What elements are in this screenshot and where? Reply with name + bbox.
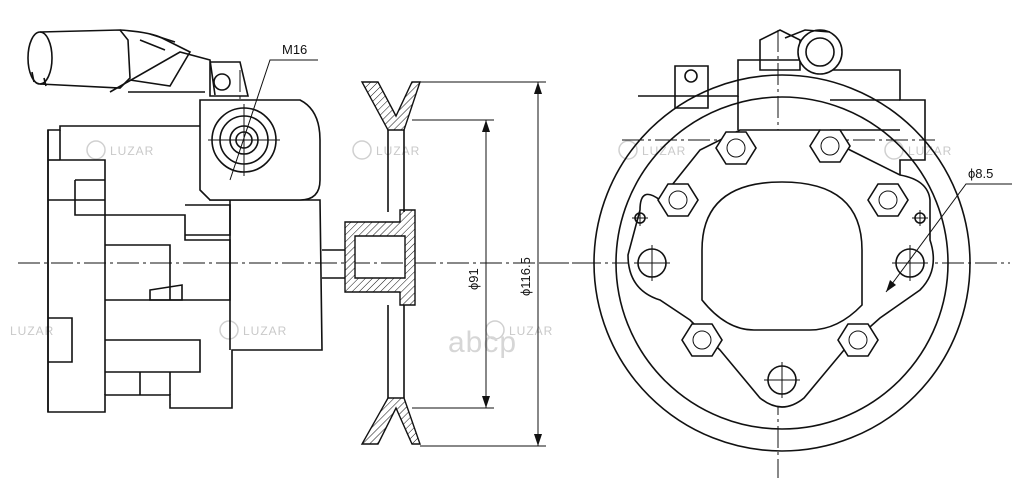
bolt-4: [867, 183, 909, 217]
watermark-logo-3: LUZAR: [618, 140, 686, 160]
watermark-site-text: abcp: [448, 326, 517, 359]
svg-text:LUZAR: LUZAR: [642, 144, 686, 158]
mount-hole-right: [892, 245, 928, 281]
bolt-3: [657, 183, 699, 217]
mount-hole-left: [634, 245, 670, 281]
pin-left: [632, 210, 648, 226]
watermark-logo-1: LUZAR: [86, 140, 154, 160]
mount-hole-bottom: [764, 362, 800, 398]
svg-text:LUZAR: LUZAR: [509, 324, 553, 338]
inlet-pipe: [27, 29, 192, 89]
watermark-layer: LUZAR LUZAR LUZAR LUZAR LUZAR LUZAR LUZA…: [10, 140, 952, 359]
watermark-logo-5: LUZAR: [219, 320, 287, 340]
bolt-2: [809, 129, 851, 163]
watermark-logo-8: LUZAR: [10, 324, 54, 338]
svg-text:LUZAR: LUZAR: [110, 144, 154, 158]
outer-diameter-label: ϕ116.5: [518, 257, 533, 296]
inner-diameter-label: ϕ91: [466, 268, 481, 290]
watermark-logo-4: LUZAR: [884, 140, 952, 160]
hole-diameter-label: ϕ8.5: [968, 166, 993, 181]
bolt-5: [681, 323, 723, 357]
svg-text:LUZAR: LUZAR: [376, 144, 420, 158]
svg-text:LUZAR: LUZAR: [10, 324, 54, 338]
thread-size-label: M16: [282, 42, 307, 57]
watermark-logo-2: LUZAR: [352, 140, 420, 160]
bolt-6: [837, 323, 879, 357]
pin-right: [912, 210, 928, 226]
pump-front-view: ϕ8.5: [593, 29, 1012, 452]
pump-side-view: M16: [27, 29, 345, 413]
bolt-1: [715, 131, 757, 165]
svg-text:LUZAR: LUZAR: [908, 144, 952, 158]
pulley-section: ϕ91 ϕ116.5: [344, 81, 546, 447]
svg-text:LUZAR: LUZAR: [243, 324, 287, 338]
